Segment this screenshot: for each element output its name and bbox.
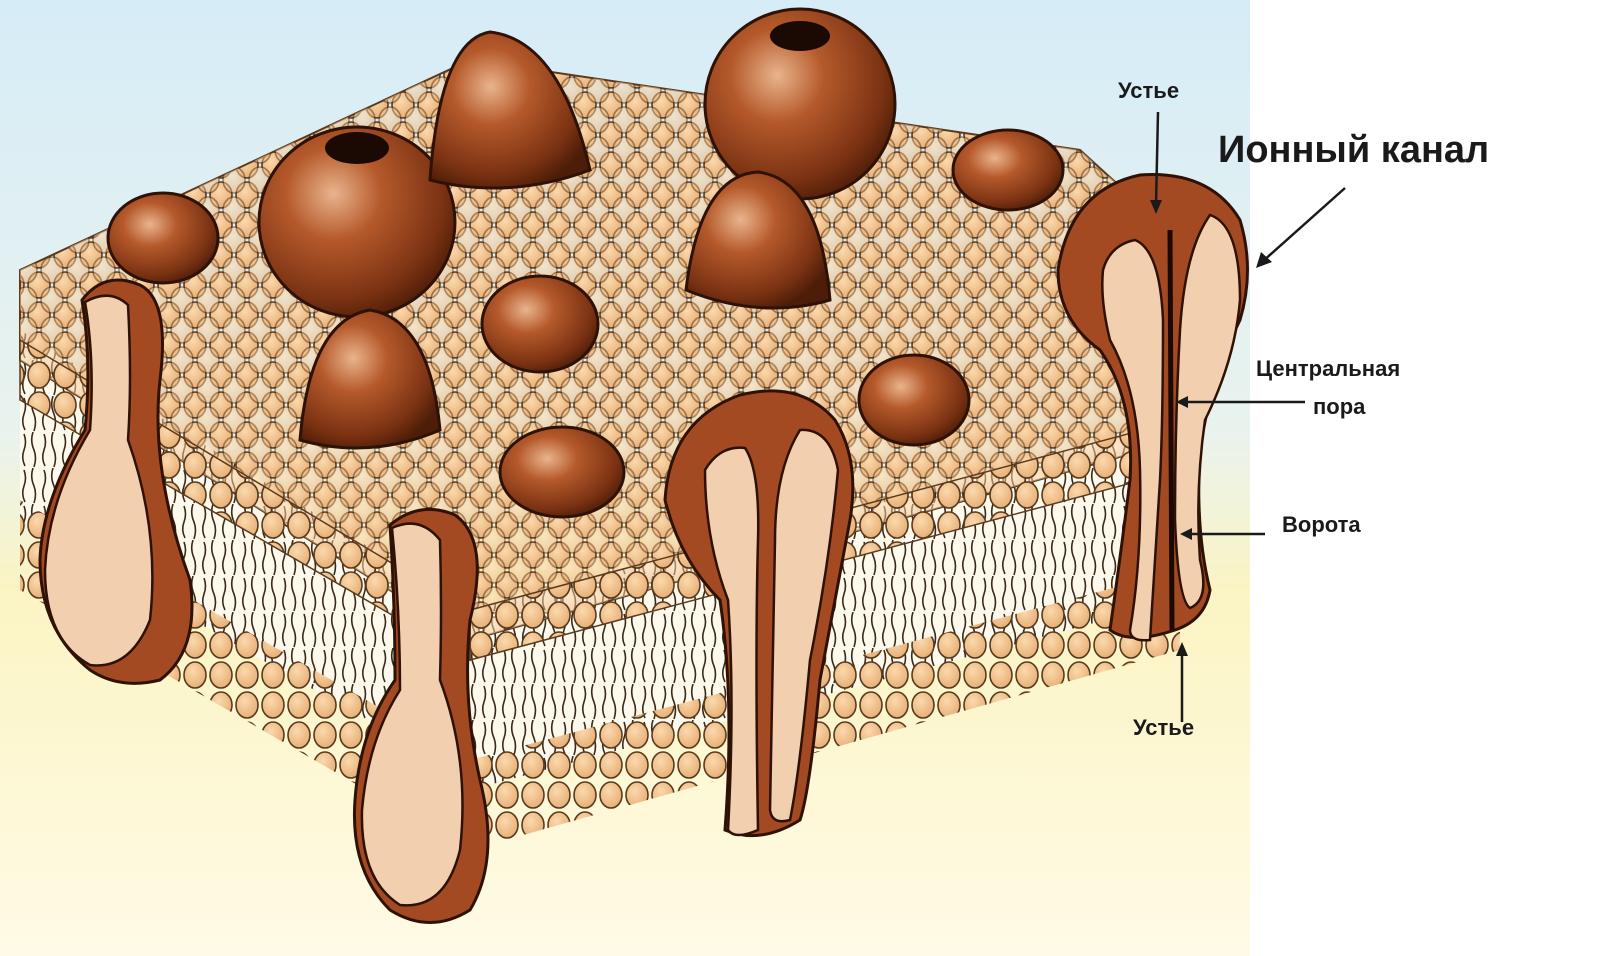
globular-protein (859, 355, 969, 445)
label-mouth-top: Устье (1118, 78, 1179, 103)
globular-protein (953, 130, 1063, 210)
globular-protein (108, 193, 218, 283)
globular-protein (500, 427, 624, 517)
label-ion-channel-title: Ионный канал (1218, 129, 1489, 171)
label-central-pore-line2: пора (1313, 394, 1366, 419)
globular-protein (482, 276, 598, 372)
label-central-pore-line1: Центральная (1256, 356, 1400, 381)
label-gate: Ворота (1282, 512, 1361, 537)
label-mouth-bottom: Устье (1133, 715, 1194, 740)
